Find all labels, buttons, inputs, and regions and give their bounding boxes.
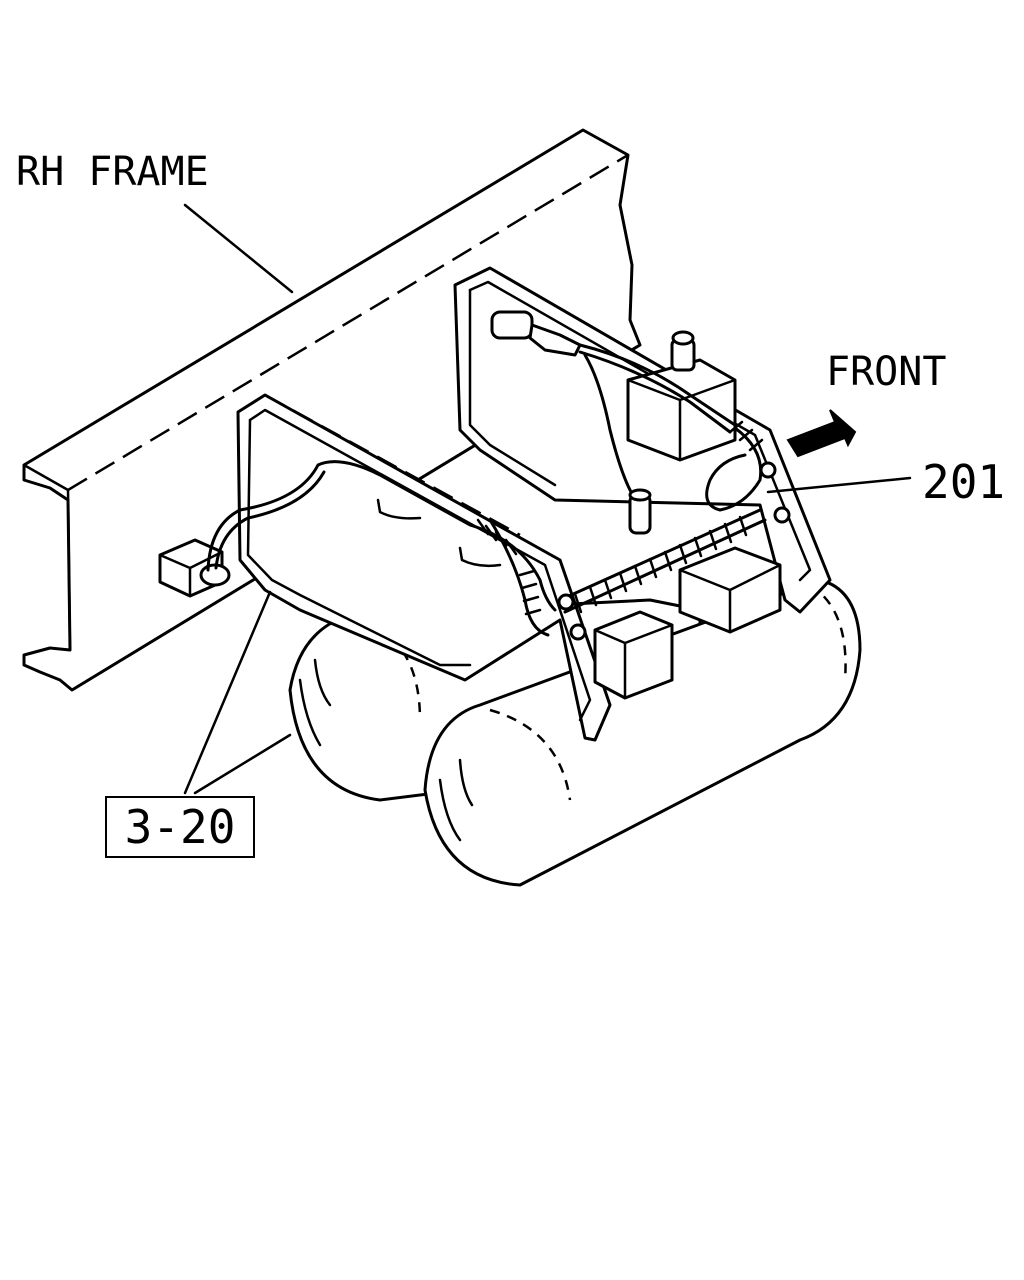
label-front: FRONT bbox=[826, 349, 946, 395]
air-tank-right bbox=[423, 578, 862, 887]
harness-rings bbox=[476, 420, 764, 616]
leader-lines bbox=[183, 203, 912, 795]
label-rh-frame: RH FRAME bbox=[16, 149, 209, 195]
harness-clips bbox=[376, 498, 502, 568]
front-bracket bbox=[236, 393, 612, 742]
wiring-harness bbox=[206, 310, 767, 637]
front-arrow-icon bbox=[786, 409, 857, 458]
ref-3-20-box: 3-20 bbox=[105, 796, 255, 858]
label-ref-3-20: 3-20 bbox=[125, 800, 236, 854]
label-part-201: 201 bbox=[922, 455, 1005, 509]
mounting-bolts bbox=[557, 461, 791, 641]
upper-valve-block bbox=[626, 330, 737, 462]
lower-valve-blocks bbox=[593, 546, 782, 700]
